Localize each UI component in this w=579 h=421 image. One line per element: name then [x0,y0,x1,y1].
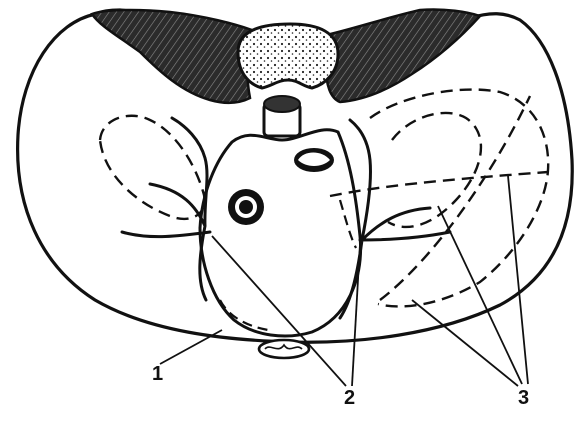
callout-label-1: 1 [152,363,163,385]
vertebral-body [238,24,338,88]
leader-1 [160,330,222,364]
umbilicus [259,340,309,358]
callout-label-2: 2 [344,387,355,409]
aorta [264,96,300,136]
round-vessel [228,189,264,225]
callout-label-3: 3 [518,387,529,409]
vena-cava [294,148,334,172]
